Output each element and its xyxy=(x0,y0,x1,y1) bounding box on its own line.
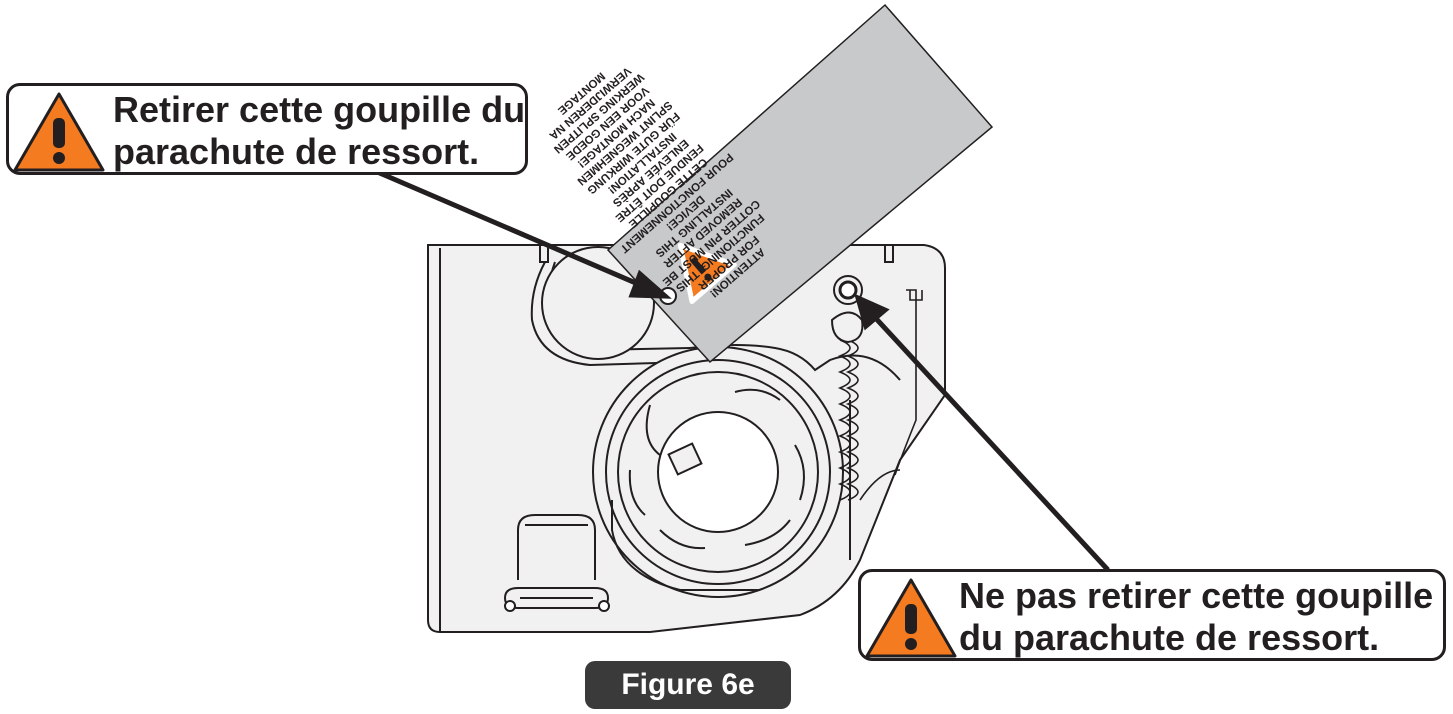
warning-triangle-icon xyxy=(13,92,105,172)
callout-bottom-line1: Ne pas retirer cette goupille xyxy=(959,575,1434,616)
callout-top-line2: parachute de ressort. xyxy=(113,131,480,172)
callout-remove-pin: Retirer cette goupille du parachute de r… xyxy=(6,83,528,175)
upper-hole xyxy=(530,246,691,367)
warning-triangle-icon xyxy=(865,578,957,658)
arrow-bottom-head xyxy=(854,293,890,331)
arrow-top-line xyxy=(367,165,653,293)
leader-arrows xyxy=(367,165,1110,572)
callout-top-line1: Retirer cette goupille du xyxy=(113,89,526,130)
figure-label: Figure 6e xyxy=(585,661,791,709)
right-pin xyxy=(830,275,864,344)
arrow-bottom-line xyxy=(868,310,1110,572)
drum-assembly xyxy=(592,344,901,598)
tag-warning-icon xyxy=(677,242,737,304)
arrow-top-head xyxy=(628,269,672,299)
callout-bottom-line2: du parachute de ressort. xyxy=(959,617,1380,658)
spring xyxy=(837,289,923,501)
bottom-latch xyxy=(503,514,610,612)
callout-keep-pin: Ne pas retirer cette goupille du parachu… xyxy=(858,569,1446,661)
